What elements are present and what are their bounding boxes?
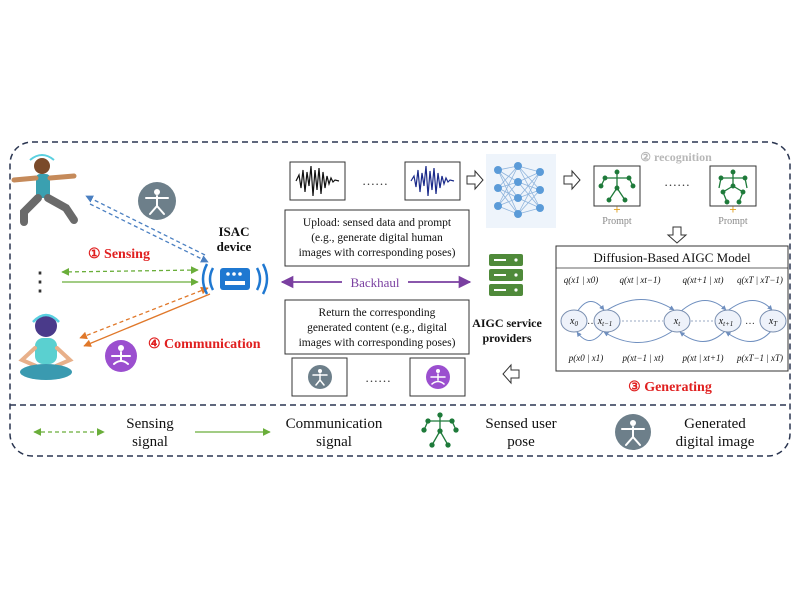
q-label-3: q(xT | xT−1) [737,275,783,285]
waveform-black [295,165,340,197]
svg-text:xt: xt [673,316,681,328]
q-label-2: q(xt+1 | xt) [682,275,723,285]
return-box [284,299,470,355]
svg-text:x0: x0 [569,316,578,328]
sensing-signal-orange-dashed [79,286,209,340]
generating-step-label: ③ Generating [628,380,712,395]
return-box-line3: images with corresponding poses) [299,337,456,349]
sensing-step-label: ① Sensing [88,247,150,262]
legend-generated-image-label-line1: Generated [684,416,746,432]
pose-skeleton-1 [598,169,636,203]
users-vertical-ellipsis: ⋮ [27,267,53,296]
diffusion-node-x0: x0 [560,309,588,333]
upload-box [284,209,470,267]
legend-sensed-pose-label-line2: pose [507,434,535,450]
prompt-label-2: Prompt [718,216,748,227]
hollow-arrow-left-to-images [502,363,520,385]
legend-generated-image-label-line2: digital image [676,434,755,450]
svg-text:xt+1: xt+1 [718,316,734,328]
prompt-label-1: Prompt [602,216,632,227]
returned-image-purple-icon [426,365,450,389]
legend-pose-skeleton-icon [421,412,459,448]
diffusion-node-ellipsis-2: … [745,316,755,327]
communication-step-label: ④ Communication [148,337,261,352]
sensing-signal-blue-1 [85,195,206,256]
q-label-0: q(x1 | x0) [564,275,598,285]
communication-signal-orange-solid [83,293,211,347]
aigc-server-icon [489,254,523,296]
diffusion-node-xt-1: xt−1 [593,309,621,333]
diffusion-node-ellipsis: … [587,316,597,327]
returned-images-ellipsis: …… [365,370,391,385]
isac-device-label-line2: device [217,239,252,254]
diffusion-reverse-arcs [576,329,773,343]
user-warrior-pose [11,154,78,226]
generated-image-icon-top [138,182,176,220]
recognition-step-label: ② recognition [640,150,712,164]
hollow-arrow-to-poses [563,169,581,191]
legend-communication-signal-label-line1: Communication [286,416,383,432]
diffusion-model-title: Diffusion-Based AIGC Model [593,250,751,265]
outer-frame [9,141,791,457]
returned-image-gray-icon [308,365,332,389]
diffusion-node-xT: xT [759,309,787,333]
return-box-line2: generated content (e.g., digital [307,322,447,334]
generated-image-icon-bottom [105,340,137,372]
hollow-arrow-down-to-diffusion [666,226,688,244]
sensing-signal-green-dashed [61,266,199,276]
aigc-providers-label-line2: providers [482,331,531,345]
diffusion-forward-arcs [576,299,773,313]
legend-sensed-pose-label-line1: Sensed user [485,416,556,432]
p-label-3: p(xT−1 | xT) [736,353,783,363]
diffusion-node-xt: xt [663,309,691,333]
upload-box-line2: (e.g., generate digital human [311,232,443,244]
p-label-2: p(xt | xt+1) [681,353,723,363]
diffusion-node-xt+1: xt+1 [714,309,742,333]
return-box-line1: Return the corresponding [319,307,436,319]
legend-sensing-signal-label-line1: Sensing [126,416,174,432]
pose-skeleton-2 [718,169,748,205]
waveform-ellipsis: …… [362,173,388,188]
neural-network-icon [486,154,556,228]
isac-device-label-line1: ISAC [218,224,249,239]
backhaul-label-bg [342,273,408,291]
upload-box-line3: images with corresponding poses) [299,247,456,259]
isac-device-icon [201,263,269,295]
svg-text:xT: xT [768,316,778,328]
upload-box-line1: Upload: sensed data and prompt [303,217,452,229]
q-label-1: q(xt | xt−1) [619,275,660,285]
hollow-arrow-to-network [466,169,484,191]
sensing-signal-blue-2 [89,203,209,263]
backhaul-label: Backhaul [350,275,399,290]
plus-icon-2: + [729,202,736,217]
legend-generated-image-icon [615,414,651,450]
svg-text:xt−1: xt−1 [597,316,613,328]
plus-icon-1: + [613,202,620,217]
user-meditating [18,313,74,380]
legend-communication-signal-label-line2: signal [316,434,352,450]
aigc-providers-label-line1: AIGC service [472,316,542,330]
p-label-1: p(xt−1 | xt) [621,353,663,363]
p-label-0: p(x0 | x1) [568,353,603,363]
legend-sensing-signal-label-line2: signal [132,434,168,450]
waveform-blue [410,165,455,197]
pose-ellipsis: …… [664,174,690,189]
